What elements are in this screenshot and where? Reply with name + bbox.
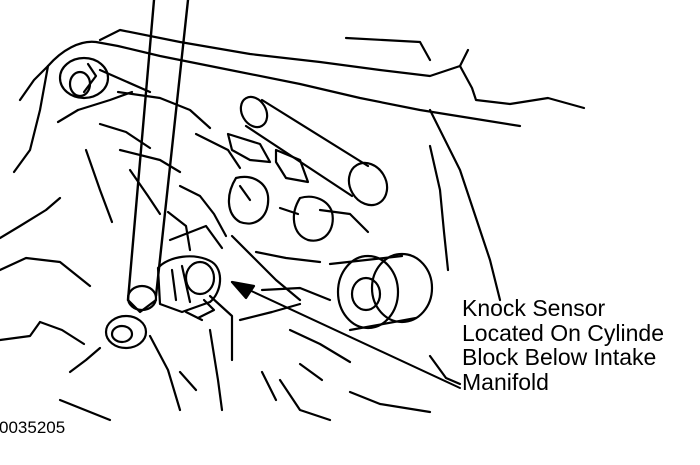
engine-block-outline xyxy=(0,28,586,302)
lower-block xyxy=(0,234,462,422)
callout-line-3: Block Below Intake xyxy=(462,344,657,370)
intake-tube xyxy=(239,95,389,207)
knock-sensor xyxy=(156,255,222,322)
sensor-socket-tool xyxy=(126,0,190,314)
callout-leader xyxy=(230,280,461,389)
knock-sensor-callout: Knock Sensor Located On Cylinde Block Be… xyxy=(462,296,664,394)
callout-line-2: Located On Cylinde xyxy=(462,319,665,346)
callout-line-1: Knock Sensor xyxy=(462,295,606,321)
figure-id: 0035205 xyxy=(0,418,66,437)
cylinder-boss xyxy=(328,252,434,332)
intake-bosses xyxy=(56,56,242,252)
port-openings xyxy=(168,132,370,250)
callout-line-4: Manifold xyxy=(462,368,549,395)
